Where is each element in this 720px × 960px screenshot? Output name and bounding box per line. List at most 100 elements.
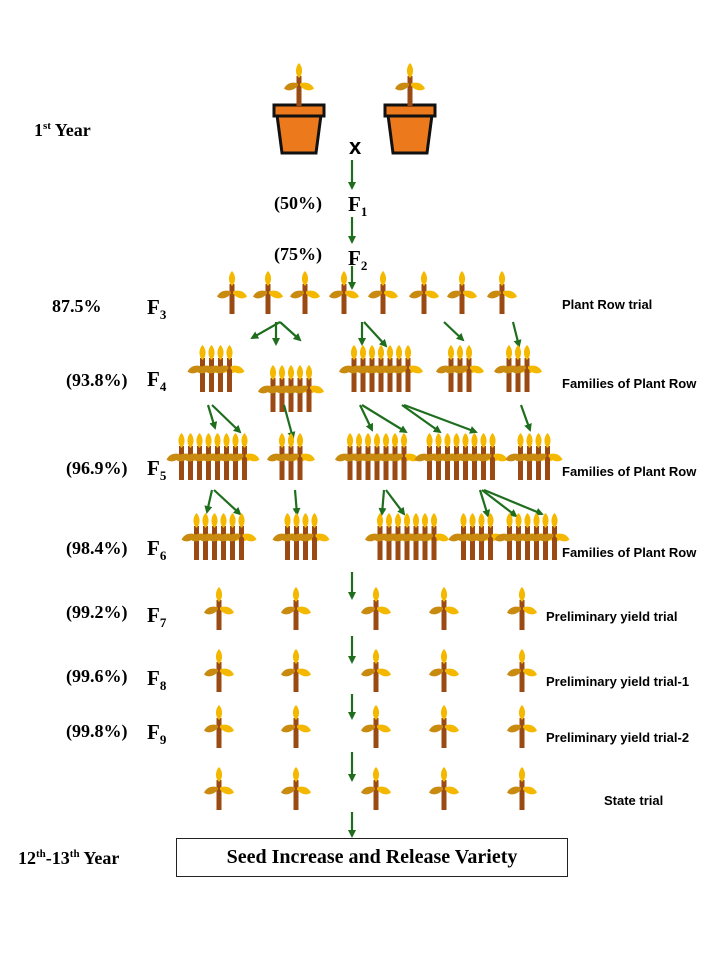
plant-stem [288,378,294,412]
plant-leaf-left [429,724,443,733]
plant-bud [400,433,408,448]
gen-f1-label: F1 [348,192,368,220]
plant-bud [232,433,239,448]
plant-stem [421,284,427,314]
plant-stem [347,446,353,480]
stage-label-f5: Families of Plant Row [562,464,697,479]
plant-stem [306,378,312,412]
plant-stem [404,526,410,560]
plant-stem [197,446,202,480]
plant-stem [413,526,419,560]
f7-plant [281,587,311,630]
plant-leaf-right [445,786,459,795]
plant-bud [430,513,438,528]
plant-leaf-right [523,606,537,615]
plant-bud [518,767,526,782]
plant-leaf-right [523,668,537,677]
arrow-f4-f5 [403,403,478,434]
plant-stem [441,718,447,748]
plant-bud [372,649,380,664]
plant-leaf-left [253,290,267,299]
plant-leaf-left [393,365,407,374]
plant-bud [301,271,309,286]
cluster-plant [454,345,484,392]
plant-stem [360,358,366,392]
f4-cluster [339,345,423,392]
plant-leaf-left [429,786,443,795]
plant-stem [373,662,379,692]
f8-plant [507,649,537,692]
plant-bud [229,513,236,528]
plant-leaf-right [384,290,398,299]
cluster-plant [229,433,260,480]
plant-bud [295,63,303,78]
plant-stem [265,284,271,314]
plant-bud [215,649,223,664]
f8-plant [361,649,391,692]
plant-leaf-left [204,786,218,795]
gen-f8-percent: (99.6%) [66,666,128,686]
plant-bud [178,433,185,448]
gen-f9-percent: (99.8%) [66,721,128,741]
plant-stem [356,446,362,480]
plant-leaf-right [315,533,330,542]
plant-leaf-right [528,365,542,374]
plant-stem [422,526,428,560]
plant-bud [386,345,394,360]
plant-stem [519,780,525,810]
f6-cluster [272,513,330,560]
plant-bud [444,433,451,448]
f9-plant [204,705,234,748]
plant-bud [469,513,476,528]
plant-bud [403,513,411,528]
plant-stem [209,358,214,392]
plant-stem [519,718,525,748]
plant-leaf-left [284,82,298,91]
arrow-f4-f5 [361,404,408,434]
plant-stem [380,284,386,314]
gen-f2-label: F2 [348,246,368,274]
plant-stem [545,446,550,480]
plant-stem [294,526,299,560]
plant-bud [311,513,318,528]
plant-bud [208,345,215,360]
state-trial-plant [204,767,234,810]
plant-bud [544,433,551,448]
arrow-f4-f5 [206,404,218,430]
plant-bud [551,513,558,528]
plant-stem [506,358,512,392]
plant-leaf-left [361,786,375,795]
plant-bud [187,433,194,448]
plant-stem [216,600,222,630]
gen-f3-percent: 87.5% [52,296,102,316]
plant-bud [515,513,522,528]
plant-bud [462,433,469,448]
plant-bud [523,345,531,360]
arrow-f5-f6 [213,489,242,516]
plant-stem [229,284,235,314]
f4-cluster [436,345,484,392]
plant-stem [351,358,357,392]
plant-stem [239,526,244,560]
plant-leaf-left [454,365,468,374]
plant-leaf-left [204,606,218,615]
f6-cluster [494,513,570,560]
f5-cluster [267,433,315,480]
plant-bud [382,433,390,448]
plant-bud [292,705,300,720]
plant-stem [427,446,432,480]
plant-stem [221,526,226,560]
plant-stem [536,446,541,480]
plant-bud [278,365,286,380]
plant-bud [305,365,313,380]
plant-bud [241,433,248,448]
plant-bud [458,271,466,286]
plant-bud [506,513,513,528]
plant-stem [179,446,184,480]
plant-bud [287,365,295,380]
plant-stem [293,600,299,630]
plant-leaf-left [532,453,547,462]
plant-stem [519,662,525,692]
